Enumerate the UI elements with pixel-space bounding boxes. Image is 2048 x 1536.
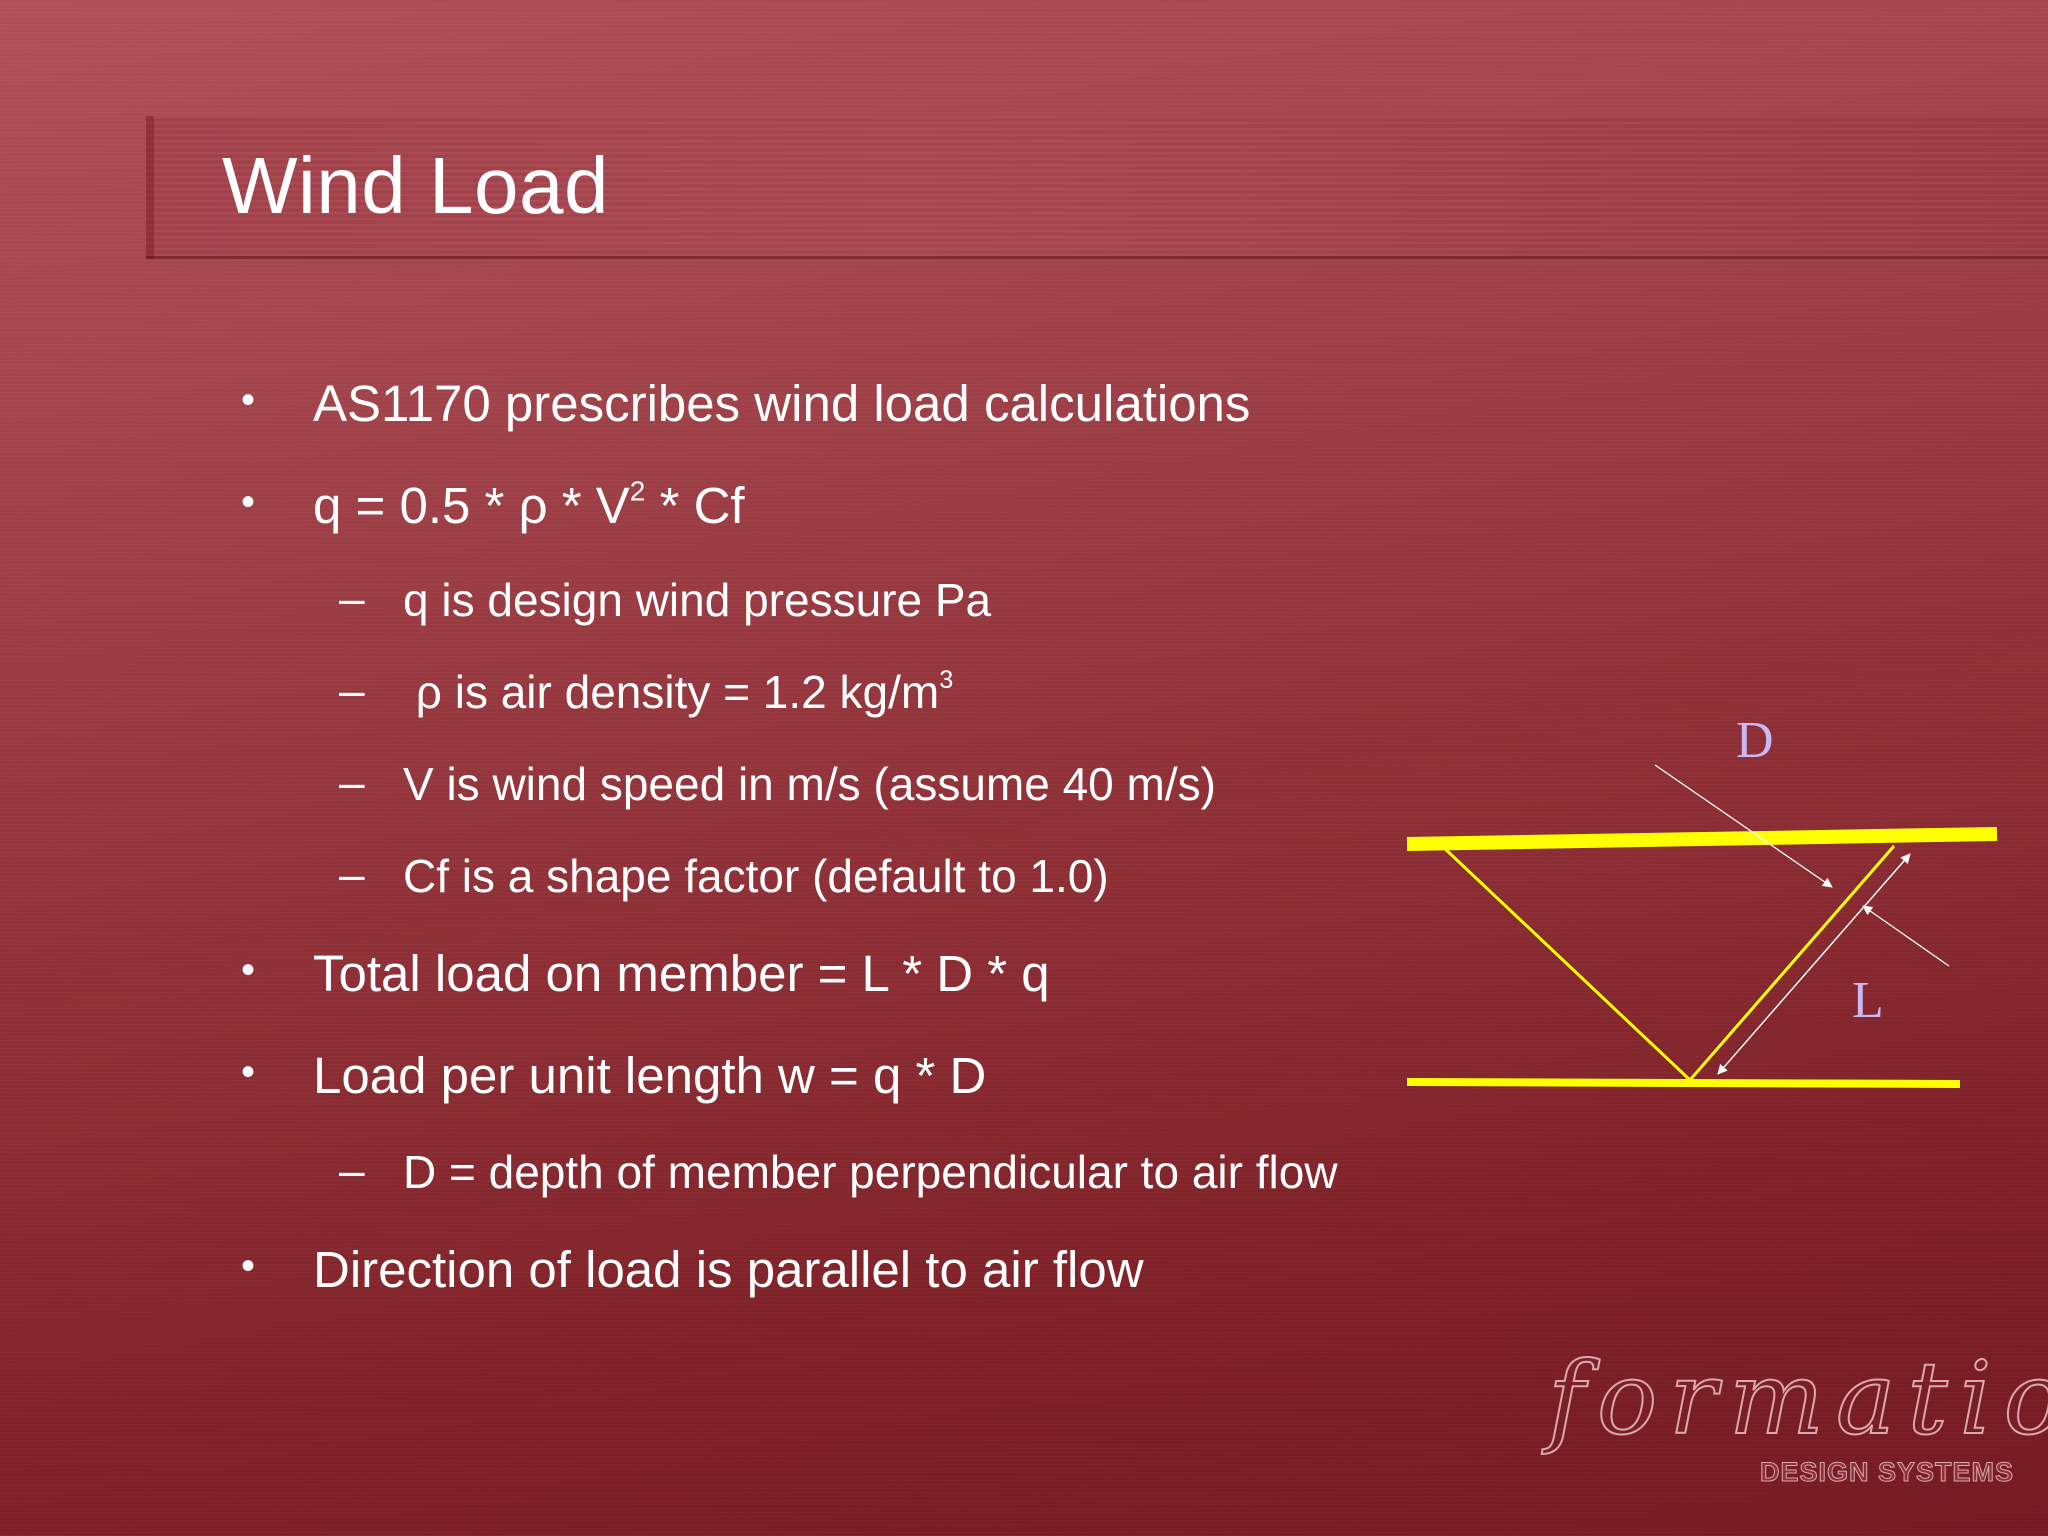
diagonal-right bbox=[1688, 845, 1896, 1081]
bullet-item: • Load per unit length w = q * D bbox=[241, 1046, 987, 1105]
sub-bullet-marker: – bbox=[339, 1144, 365, 1196]
slide-title: Wind Load bbox=[222, 141, 609, 230]
top-chord bbox=[1406, 827, 1998, 851]
length-dimension-line-back bbox=[1717, 853, 1911, 1075]
bullet-marker: • bbox=[241, 1050, 256, 1094]
superscript: 2 bbox=[629, 475, 646, 507]
sub-bullet-marker: – bbox=[339, 756, 365, 808]
sub-bullet-item: – q is design wind pressure Pa bbox=[339, 572, 992, 627]
sub-bullet-item: – ρ is air density = 1.2 kg/m3 bbox=[339, 664, 954, 719]
sub-bullet-marker: – bbox=[339, 572, 365, 624]
sub-bullet-text: V is wind speed in m/s (assume 40 m/s) bbox=[403, 758, 1216, 810]
bullet-item: • Total load on member = L * D * q bbox=[241, 944, 1050, 1003]
bullet-marker: • bbox=[241, 480, 256, 524]
formula-text-end: * Cf bbox=[645, 477, 745, 534]
sub-bullet-item: – D = depth of member perpendicular to a… bbox=[339, 1144, 1338, 1199]
bullet-item: • q = 0.5 * ρ * V2 * Cf bbox=[241, 475, 745, 535]
bullet-marker: • bbox=[241, 948, 256, 992]
sub-bullet-item: – V is wind speed in m/s (assume 40 m/s) bbox=[339, 756, 1216, 811]
bullet-item: • AS1170 prescribes wind load calculatio… bbox=[241, 374, 1251, 433]
sub-bullet-text: q is design wind pressure Pa bbox=[403, 574, 992, 626]
sub-bullet-item: – Cf is a shape factor (default to 1.0) bbox=[339, 848, 1109, 903]
depth-label: D bbox=[1736, 712, 1774, 769]
sub-bullet-text: D = depth of member perpendicular to air… bbox=[403, 1146, 1338, 1198]
length-label: L bbox=[1852, 972, 1884, 1029]
truss-diagram: D L bbox=[1406, 712, 1998, 1088]
sub-bullet-text: ρ is air density = 1.2 kg/m bbox=[403, 666, 940, 718]
depth-dimension-line bbox=[1654, 764, 1833, 888]
superscript: 3 bbox=[939, 665, 954, 694]
bullet-text: Total load on member = L * D * q bbox=[313, 945, 1050, 1002]
formation-logo: formation bbox=[1547, 1339, 2048, 1458]
bullet-item: • Direction of load is parallel to air f… bbox=[241, 1240, 1144, 1299]
logo-subtitle: DESIGN SYSTEMS bbox=[1759, 1457, 2015, 1488]
depth-dimension-line-lower bbox=[1862, 905, 1950, 967]
sub-bullet-text: Cf is a shape factor (default to 1.0) bbox=[403, 850, 1109, 902]
bullet-marker: • bbox=[241, 1244, 256, 1288]
bullet-text: Load per unit length w = q * D bbox=[313, 1047, 987, 1104]
bottom-chord bbox=[1406, 1078, 1961, 1088]
formula-text: q = 0.5 * ρ * V bbox=[313, 477, 630, 534]
bullet-marker: • bbox=[241, 378, 256, 422]
sub-bullet-marker: – bbox=[339, 664, 365, 716]
sub-bullet-marker: – bbox=[339, 848, 365, 900]
bullet-text: AS1170 prescribes wind load calculations bbox=[313, 375, 1251, 432]
diagonal-left bbox=[1440, 844, 1692, 1082]
title-band bbox=[146, 116, 2048, 259]
bullet-text: Direction of load is parallel to air flo… bbox=[313, 1241, 1144, 1298]
